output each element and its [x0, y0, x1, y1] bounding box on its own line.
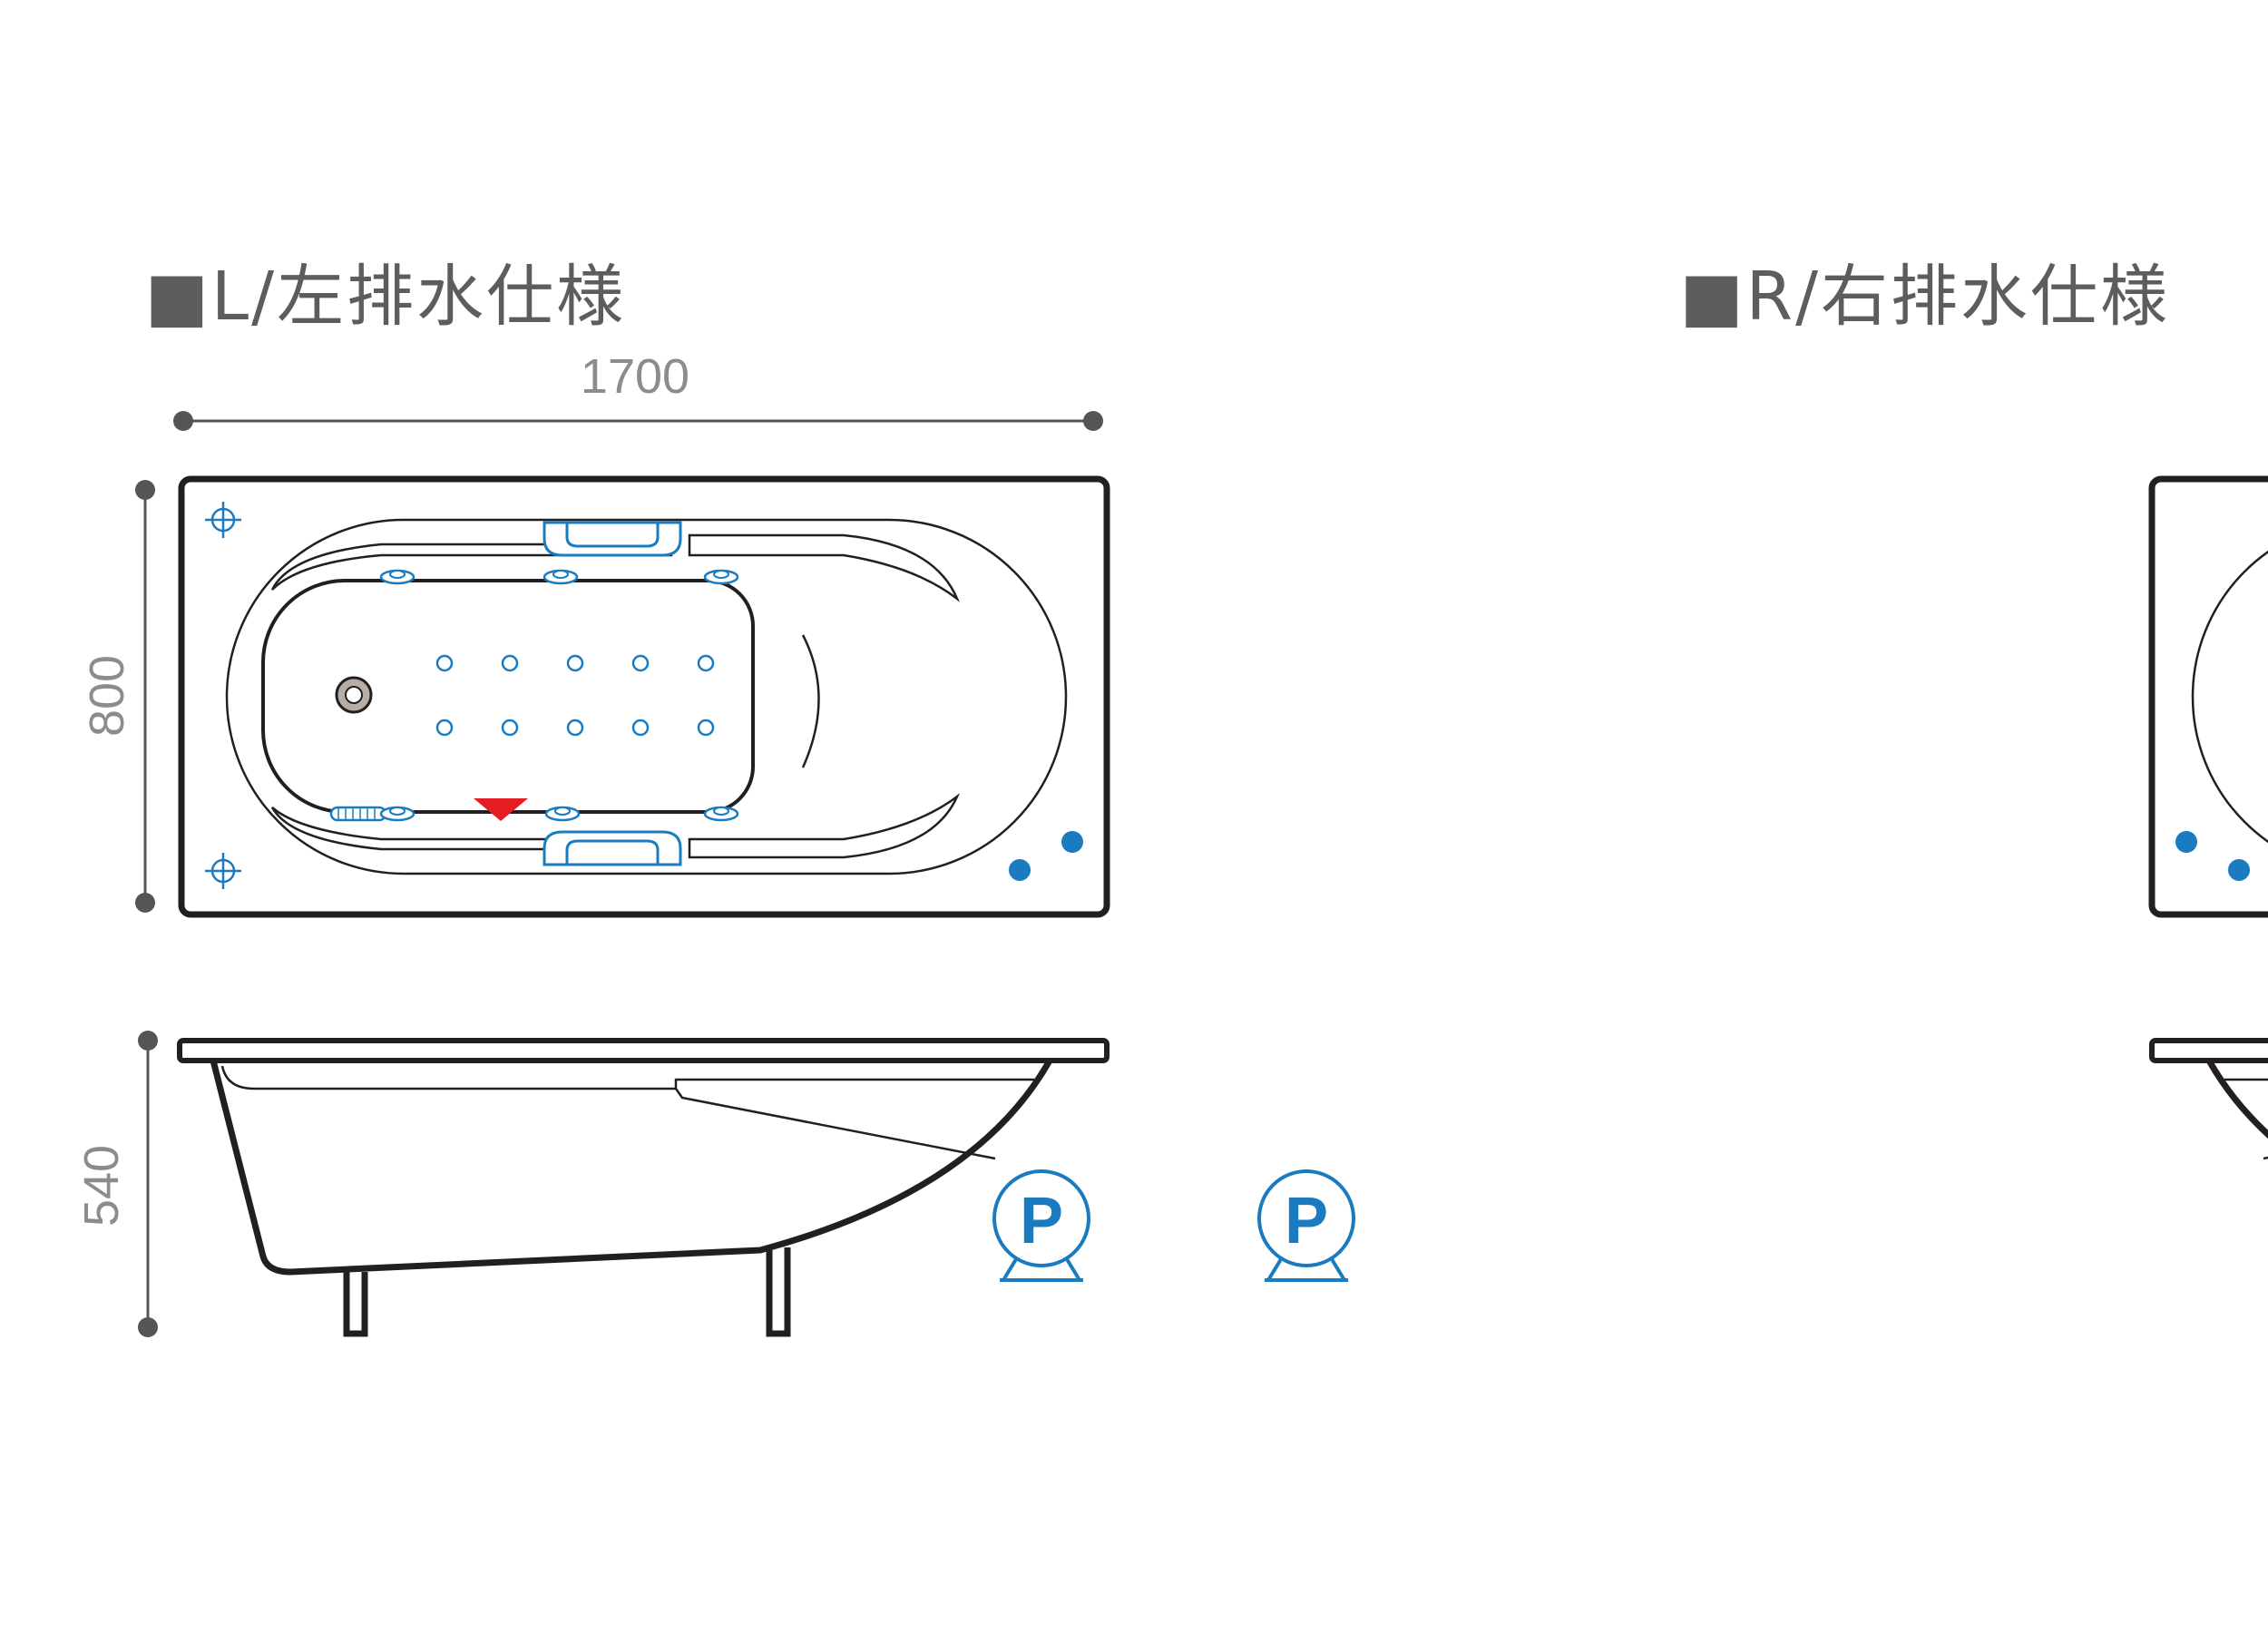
- left-spec-title: ■L/左排水仕様: [145, 258, 626, 336]
- right-pump-symbol: P: [1257, 1169, 1355, 1282]
- width-label: 1700: [581, 349, 689, 404]
- right-pump-label: P: [1285, 1185, 1328, 1257]
- left-pump-label: P: [1020, 1185, 1063, 1257]
- left-pump-symbol: P: [992, 1169, 1090, 1282]
- right-tub-top-view: [2152, 479, 2268, 914]
- right-spec-title: ■R/右排水仕様: [1680, 258, 2170, 336]
- left-spec: ■L/左排水仕様 1700 800 540 P: [74, 258, 1107, 1337]
- depth-label: 800: [80, 655, 134, 737]
- right-spec: ■R/右排水仕様 P: [1257, 258, 2268, 1334]
- height-dimension: 540: [74, 1031, 158, 1337]
- depth-dimension: 800: [80, 480, 155, 913]
- height-label: 540: [74, 1145, 129, 1227]
- left-tub-top-view: [181, 479, 1107, 914]
- width-dimension: 1700: [173, 349, 1103, 431]
- right-tub-side-view: [2152, 1041, 2268, 1334]
- left-tub-side-view: [180, 1041, 1107, 1334]
